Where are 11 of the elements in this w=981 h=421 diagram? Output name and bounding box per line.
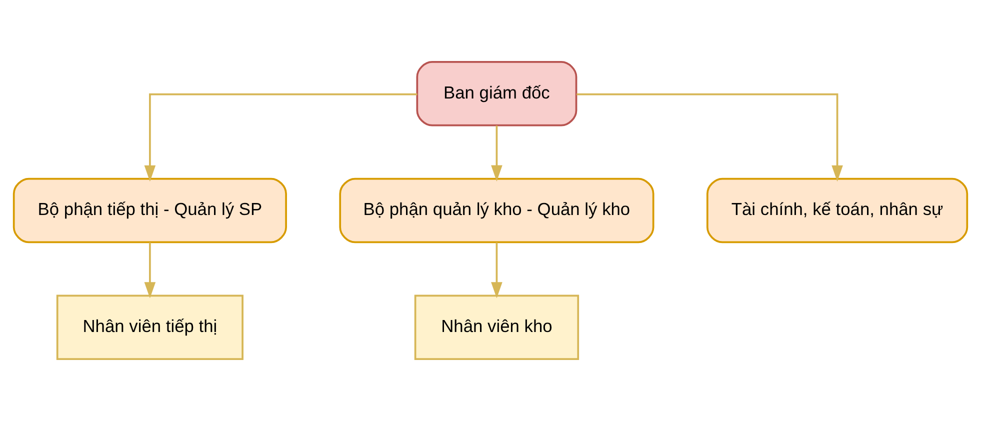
node-box: Bộ phận tiếp thị - Quản lý SP (12, 178, 287, 244)
node-box: Nhân viên kho (414, 294, 580, 360)
arrow (491, 242, 502, 298)
node-box: Nhân viên tiếp thị (56, 294, 244, 360)
arrow (576, 93, 843, 182)
arrow (144, 242, 156, 298)
node-box: Tài chính, kế toán, nhân sự (706, 178, 968, 244)
arrow (491, 126, 502, 182)
node-box: Bộ phận quản lý kho - Quản lý kho (339, 178, 654, 244)
arrow (144, 93, 418, 182)
node-box: Ban giám đốc (416, 61, 578, 126)
